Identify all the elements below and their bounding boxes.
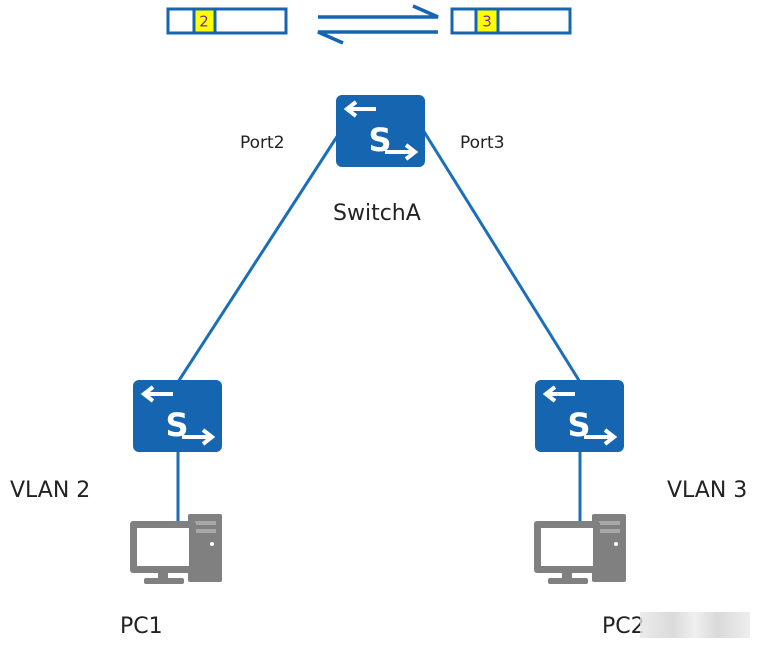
switch-icon[interactable]	[334, 93, 427, 169]
link-switcha-right	[421, 129, 582, 383]
frame-vlan3	[450, 7, 572, 35]
link-switcha-left	[176, 134, 340, 383]
port2-label: Port2	[240, 133, 285, 153]
watermark	[640, 612, 750, 638]
pc-icon[interactable]	[534, 514, 626, 584]
switch-icon[interactable]	[131, 378, 224, 454]
frame-tag-left: 2	[199, 13, 209, 31]
frame-vlan2	[166, 7, 288, 35]
port3-label: Port3	[460, 133, 505, 153]
pc2-label: PC2	[602, 614, 645, 639]
switcha-label: SwitchA	[333, 201, 421, 226]
pc-icon[interactable]	[130, 514, 222, 584]
vlan2-label: VLAN 2	[10, 478, 91, 503]
frame-tag-right: 3	[482, 13, 492, 31]
bidirectional-arrow-icon	[317, 4, 439, 45]
links	[176, 129, 582, 522]
switch-icon[interactable]	[533, 378, 626, 454]
vlan3-label: VLAN 3	[667, 478, 748, 503]
pc1-label: PC1	[120, 614, 163, 639]
